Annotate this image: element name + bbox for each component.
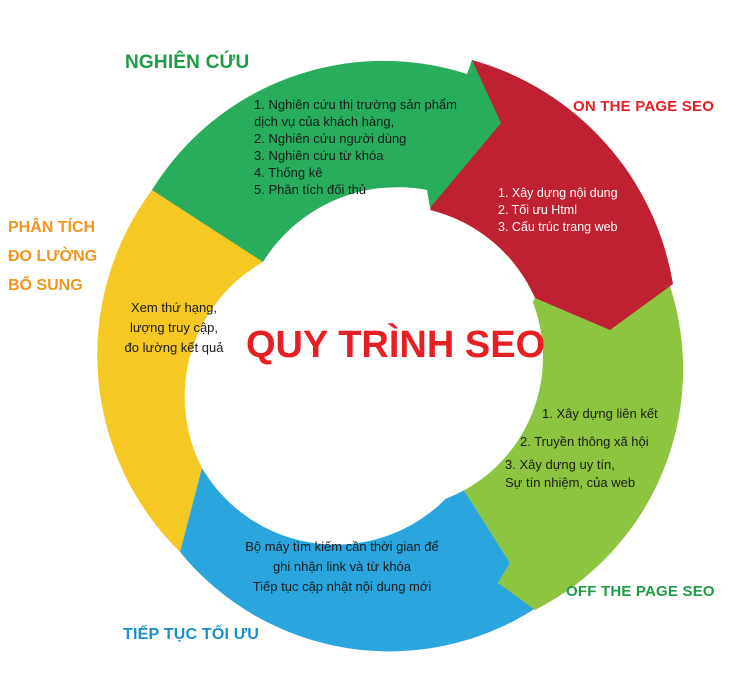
on-page-items: 1. Xây dựng nội dung 2. Tối ưu Html 3. C… bbox=[498, 185, 618, 236]
list-item: 1. Xây dựng liên kết bbox=[542, 406, 658, 421]
list-item: 2. Tối ưu Html bbox=[498, 203, 577, 217]
list-item: Tiếp tục cập nhật nội dung mới bbox=[252, 579, 432, 594]
list-item: 2. Truyền thông xã hội bbox=[520, 434, 649, 449]
label-nghien-cuu: NGHIÊN CỨU bbox=[125, 52, 250, 73]
list-item: Sự tín nhiệm, của web bbox=[505, 475, 636, 490]
nghien-cuu-items: 1. Nghiên cứu thị trường sản phẩm dịch v… bbox=[254, 96, 457, 198]
list-item: 1. Xây dựng nội dung bbox=[498, 186, 618, 200]
list-item: lượng truy cập, bbox=[129, 320, 219, 335]
segment-toi-uu bbox=[180, 467, 536, 652]
off-page-items: 1. Xây dựng liên kết 2. Truyền thông xã … bbox=[505, 405, 658, 492]
label-on-page-seo: ON THE PAGE SEO bbox=[573, 98, 715, 115]
toi-uu-items: Bộ máy tìm kiếm cần thời gian để ghi nhậ… bbox=[222, 537, 462, 597]
list-item: đo lường kết quả bbox=[124, 340, 224, 355]
label-off-page-seo: OFF THE PAGE SEO bbox=[566, 583, 715, 600]
segment-nghien-cuu bbox=[152, 60, 501, 262]
list-item: 5. Phân tích đối thủ bbox=[254, 182, 367, 197]
center-title: QUY TRÌNH SEO bbox=[246, 324, 546, 366]
list-item: ghi nhận link và từ khóa bbox=[272, 559, 412, 574]
segment-off-page bbox=[462, 286, 684, 610]
label-phan-tich: PHÂN TÍCH ĐO LƯỜNG BỔ SUNG bbox=[8, 213, 97, 300]
list-item: Bộ máy tìm kiếm cần thời gian để bbox=[245, 539, 439, 554]
center-circle bbox=[239, 205, 543, 509]
list-item: 3. Nghiên cứu từ khóa bbox=[254, 148, 384, 163]
segment-phan-tich bbox=[97, 190, 264, 552]
list-item: 2. Nghiên cứu người dùng bbox=[254, 131, 407, 146]
phan-tich-items: Xem thứ hạng, lượng truy cập, đo lường k… bbox=[112, 298, 236, 358]
list-item: Xem thứ hạng, bbox=[130, 300, 218, 315]
list-item: 3. Xây dựng uy tín, bbox=[505, 457, 615, 472]
list-item: 4. Thống kê bbox=[254, 165, 323, 180]
label-phan-tich-line-2: ĐO LƯỜNG bbox=[8, 248, 98, 265]
list-item: 3. Cấu trúc trang web bbox=[498, 220, 618, 234]
label-phan-tich-line-1: PHÂN TÍCH bbox=[8, 219, 96, 236]
list-item: dịch vụ của khách hàng, bbox=[254, 114, 395, 129]
label-phan-tich-line-3: BỔ SUNG bbox=[8, 277, 83, 294]
list-item: 1. Nghiên cứu thị trường sản phẩm bbox=[254, 97, 457, 112]
label-tiep-tuc-toi-uu: TIẾP TỤC TỐI ƯU bbox=[123, 626, 259, 643]
